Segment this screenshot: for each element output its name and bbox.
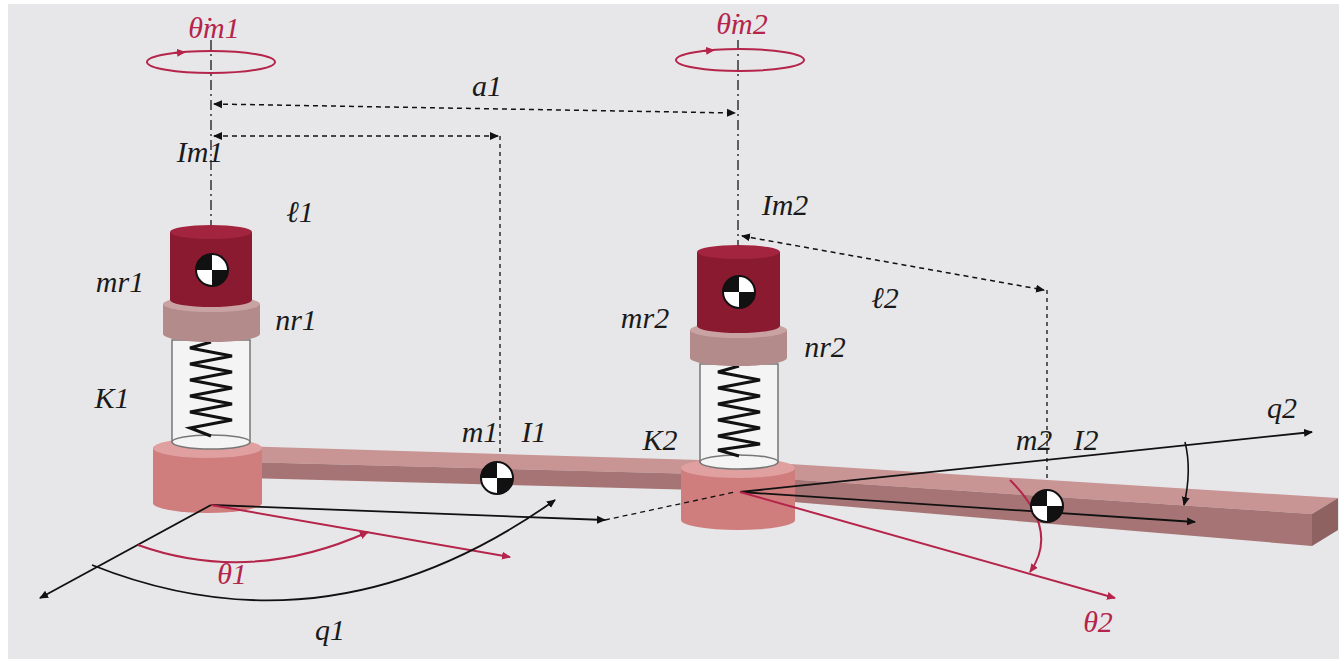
- rotation-arrow: [175, 52, 185, 53]
- frame-axis: [40, 505, 211, 598]
- com-symbol: [723, 276, 755, 308]
- part-label: I2: [1071, 424, 1102, 456]
- part-label: Im1: [174, 136, 227, 168]
- angle-arc: [138, 532, 368, 562]
- part-label: m1: [459, 416, 502, 448]
- part-label: a1: [469, 70, 505, 102]
- part-label: nr1: [272, 304, 320, 336]
- part-label: ℓ1: [283, 196, 317, 228]
- part-label: m2: [1013, 424, 1056, 456]
- axis-line: [210, 40, 212, 228]
- part-label: ℓ2: [868, 282, 902, 314]
- frame-axis: [740, 492, 1195, 522]
- link-bar: [1312, 498, 1338, 546]
- part-label: nr2: [801, 331, 849, 363]
- part-label: q2: [1264, 392, 1300, 424]
- part-label: q1: [312, 614, 348, 646]
- com-symbol: [196, 254, 228, 286]
- spring-symbol: [718, 366, 760, 456]
- com-symbol: [1031, 490, 1063, 522]
- part-label: mr2: [618, 302, 672, 334]
- angle-arc: [1184, 442, 1188, 505]
- part-label: θ1: [214, 558, 250, 590]
- rotation-ellipse: [676, 49, 804, 71]
- angle-axis: [211, 505, 510, 557]
- dimension-line: [214, 104, 735, 113]
- leader-line: [499, 136, 500, 478]
- link-bar: [240, 462, 700, 490]
- part-label: K2: [639, 424, 680, 456]
- part-label: I1: [519, 416, 550, 448]
- joint-assembly: [153, 225, 262, 513]
- part-label: θ̇m2: [713, 8, 770, 40]
- angle-arc: [92, 500, 555, 600]
- com-symbol: [481, 462, 513, 494]
- frame-axis: [605, 492, 735, 520]
- part-label: θ2: [1080, 606, 1116, 638]
- rotation-arrow: [704, 50, 714, 51]
- part-label: θ̇m1: [185, 12, 242, 44]
- part-label: K1: [91, 382, 132, 414]
- rotation-ellipse: [147, 51, 275, 73]
- dimension-line: [214, 135, 498, 137]
- background-panel: [8, 4, 1339, 659]
- part-label: Im2: [759, 189, 812, 221]
- spring-symbol: [190, 342, 232, 436]
- part-label: mr1: [93, 266, 147, 298]
